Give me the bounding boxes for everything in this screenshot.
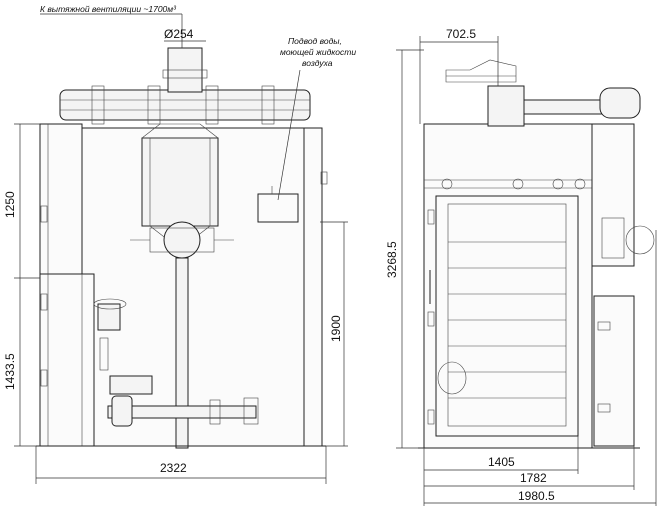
- front-left-lower-column: [39, 273, 95, 447]
- front-view: [36, 47, 328, 449]
- side-view: [418, 59, 655, 449]
- door-handle: [437, 361, 467, 395]
- side-door-width-label: 1405: [488, 455, 515, 469]
- front-annotations: К вытяжной вентиляции ~1700м³ Ø254 Подво…: [40, 4, 356, 201]
- side-total-width-label: 1980.5: [518, 489, 555, 503]
- front-fan-housing: [141, 137, 219, 227]
- control-panel: [601, 217, 625, 259]
- water-note-line-1: Подвод воды,: [288, 36, 342, 46]
- front-height-right-label: 1900: [329, 315, 343, 342]
- front-height-lower-label: 1433.5: [3, 353, 17, 390]
- front-bottom-pipe: [107, 405, 257, 419]
- side-door: [435, 195, 579, 437]
- side-top-width-label: 702.5: [446, 27, 476, 41]
- side-elbow: [599, 87, 641, 119]
- side-top-unit: [487, 85, 525, 127]
- water-note-line-2: моющей жидкости: [280, 47, 356, 57]
- exhaust-note: К вытяжной вентиляции ~1700м³: [40, 4, 177, 14]
- side-control-cabinet: [591, 123, 635, 267]
- side-height-label: 3268.5: [385, 241, 399, 278]
- front-height-upper-label: 1250: [3, 191, 17, 218]
- duct-diameter-label: Ø254: [164, 27, 194, 41]
- side-dimensions: 702.5 3268.5 1405 1782 1980.5: [385, 27, 657, 506]
- front-lower-pump: [109, 375, 153, 395]
- front-dimensions: 2322 1250 1433.5 1900: [3, 123, 348, 484]
- front-drop-pipe: [175, 257, 189, 449]
- side-mid-width-label: 1782: [520, 471, 547, 485]
- front-left-column: [39, 123, 83, 275]
- water-note-line-3: воздуха: [302, 58, 333, 68]
- front-right-post: [303, 127, 323, 447]
- front-pump-motor: [97, 303, 121, 331]
- front-damper-circle: [163, 221, 201, 259]
- front-width-label: 2322: [160, 461, 187, 475]
- front-top-duct: [59, 89, 311, 121]
- side-horizontal-duct: [523, 99, 605, 115]
- side-lower-cabinet: [593, 295, 635, 447]
